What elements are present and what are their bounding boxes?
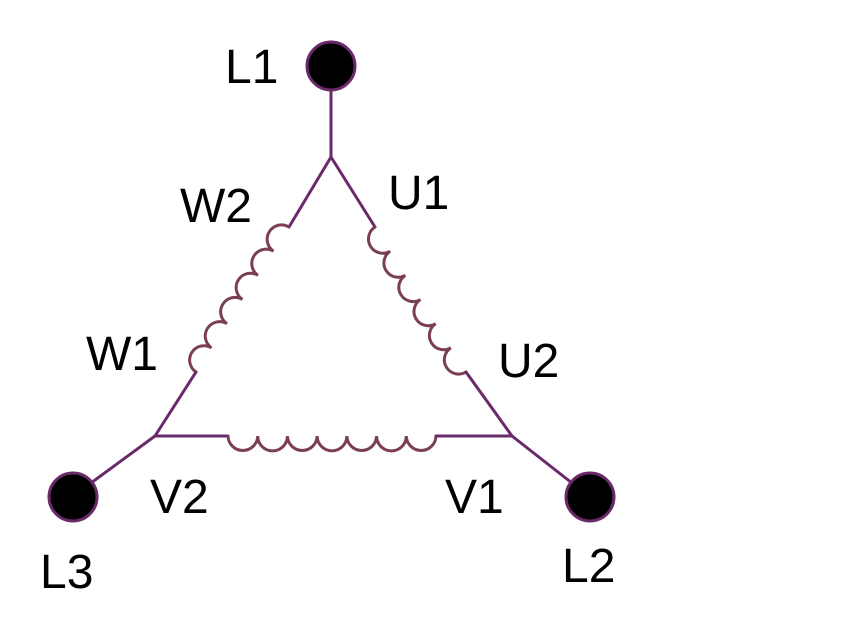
terminal-l1-label: L1 [225,41,278,94]
winding-v2-label: V2 [150,471,209,524]
winding-w2-label: W2 [180,180,252,233]
wire-w-top [287,155,333,229]
winding-u2-label: U2 [498,335,559,388]
wire-u-top [329,155,377,229]
winding-u-coil [367,225,468,376]
winding-v-coil [226,434,438,453]
winding-w-coil [188,223,291,374]
terminal-l3-dot [47,471,99,523]
terminal-l2-label: L2 [562,540,615,593]
terminal-l2-dot [564,471,616,523]
winding-v1-label: V1 [445,471,504,524]
terminal-l1-dot [305,40,357,92]
wire-w-bottom [153,370,198,438]
terminal-l3-label: L3 [40,546,93,599]
wire-u-bottom [464,370,514,438]
winding-u1-label: U1 [388,167,449,220]
winding-w1-label: W1 [86,328,158,381]
